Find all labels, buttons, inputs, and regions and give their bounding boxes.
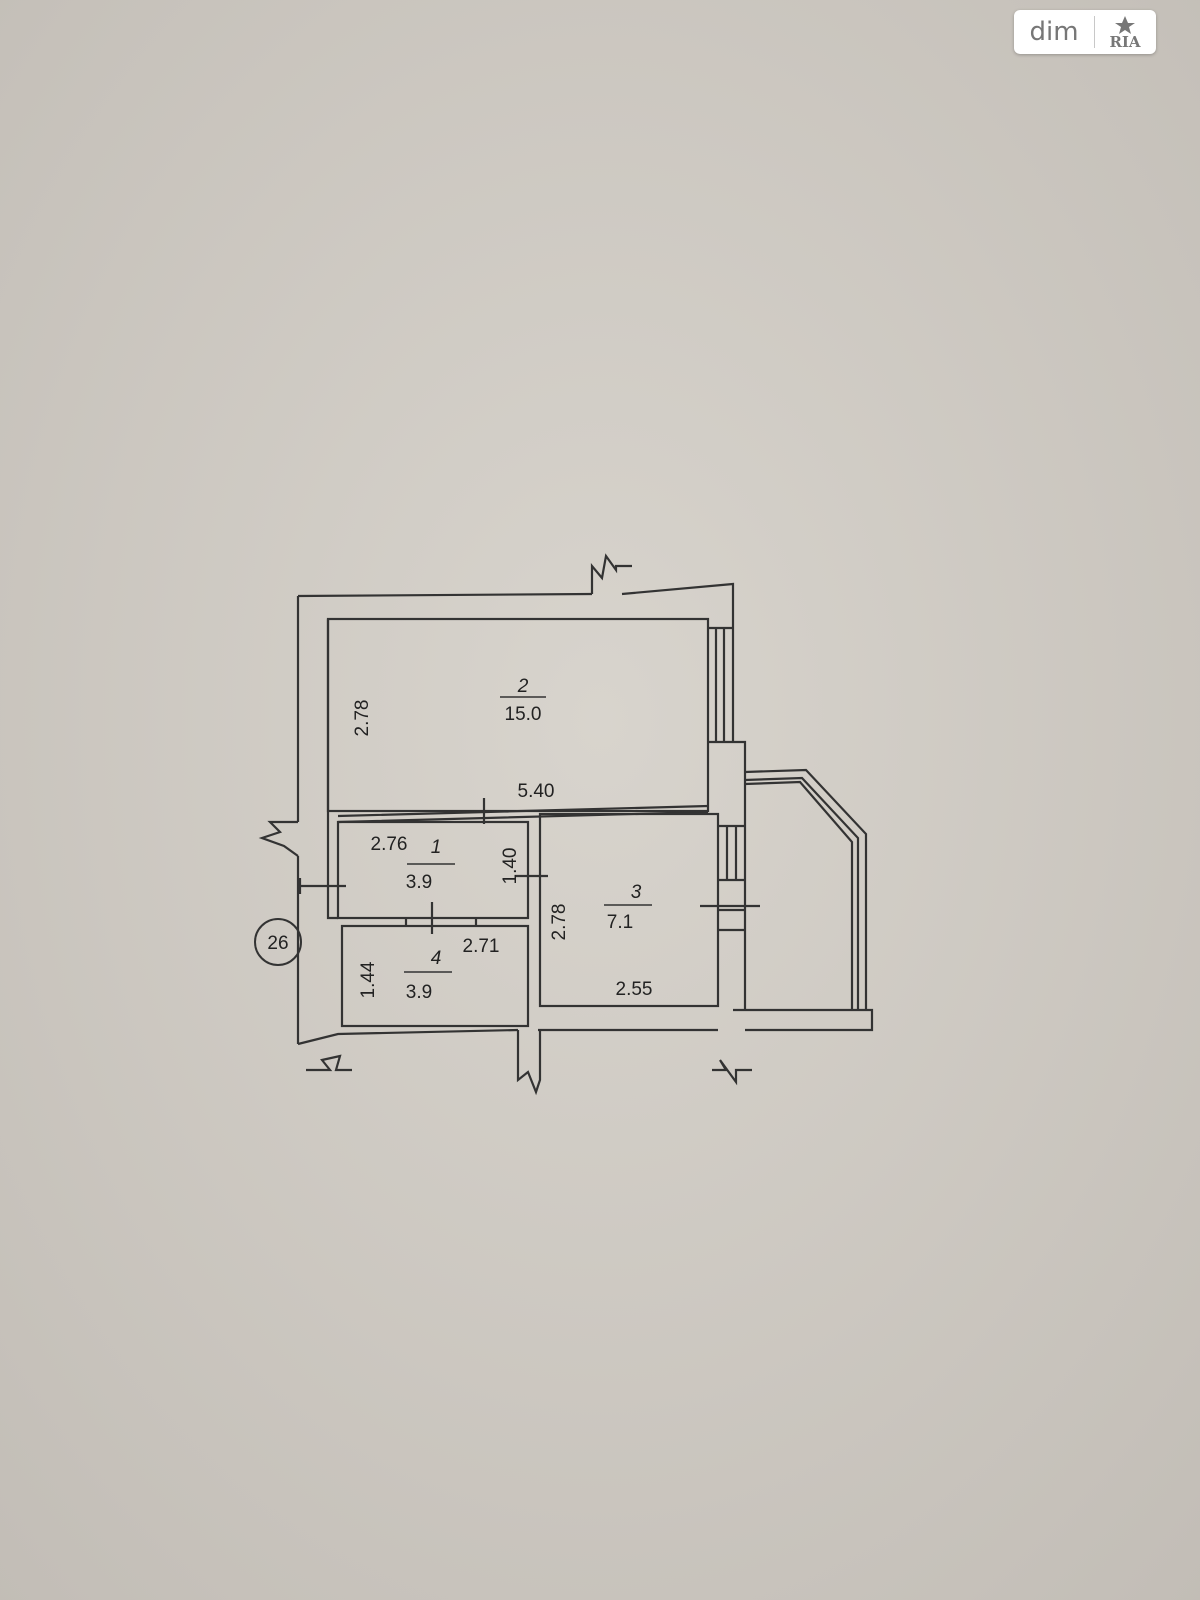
dim-room-4-width: 2.71 (463, 936, 500, 957)
room-2-area: 15.0 (505, 704, 542, 725)
break-mark-left (258, 820, 299, 857)
dim-room-3-height: 2.78 (549, 904, 570, 941)
outer-wall (296, 582, 874, 1046)
dim-room-3-width: 2.55 (616, 979, 653, 1000)
break-mark-top (590, 553, 632, 594)
room-4-area: 3.9 (406, 982, 432, 1003)
watermark-divider (1094, 16, 1095, 48)
dim-room-4-height: 1.44 (358, 961, 379, 998)
dim-room-2-height: 2.78 (352, 700, 373, 737)
door-tick-room-4 (404, 902, 478, 934)
right-wall (733, 740, 747, 1010)
room-3-area: 7.1 (607, 912, 633, 933)
room-2-number: 2 (517, 676, 529, 697)
room-4-outline (340, 924, 530, 1028)
watermark-brand-dim: dim (1029, 17, 1079, 47)
room-3-number: 3 (631, 882, 642, 903)
dim-room-2-width: 5.40 (518, 781, 555, 802)
window-room-2 (708, 626, 733, 744)
watermark-brand-ria: RIA (1109, 33, 1140, 51)
dim-room-1-height: 1.40 (500, 848, 521, 885)
floor-plan (258, 553, 874, 1096)
apartment-number-circle (254, 918, 302, 966)
window-room-3 (718, 824, 745, 932)
inner-left-wall (326, 619, 338, 920)
door-tick-hall (298, 878, 346, 894)
break-mark-bottom-right (712, 1059, 752, 1086)
dim-room-1-width: 2.76 (371, 834, 408, 855)
break-mark-bottom-left (306, 1054, 352, 1072)
break-mark-bottom-mid (516, 1030, 542, 1096)
room-1-number: 1 (431, 837, 442, 858)
apartment-number: 26 (267, 933, 288, 954)
room-1-area: 3.9 (406, 872, 432, 893)
ria-logo-icon: RIA (1109, 16, 1141, 51)
room-4-number: 4 (431, 948, 442, 969)
balcony-outline (744, 768, 868, 1010)
dimria-watermark: dim RIA (1014, 10, 1156, 54)
